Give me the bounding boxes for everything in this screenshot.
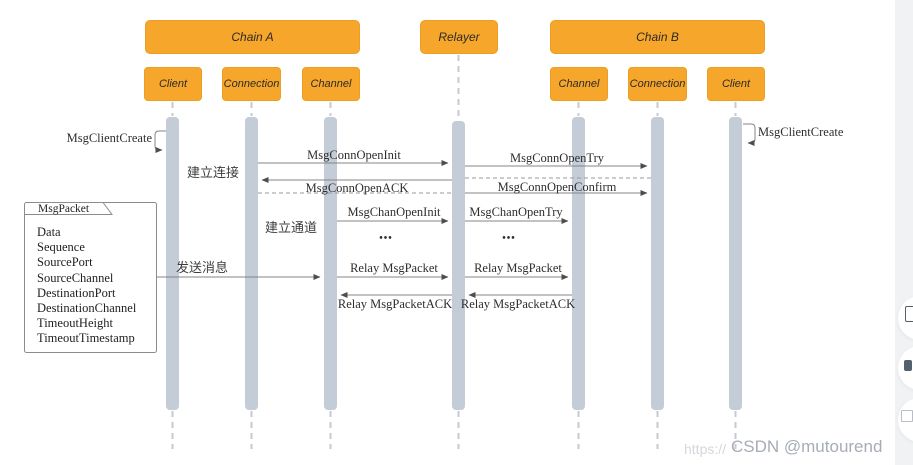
- lifeline-bar-relayer: [452, 121, 465, 410]
- panel-fragment-icon: [905, 306, 913, 322]
- header-chain-b: Chain B: [550, 20, 765, 54]
- msgpacket-field: SourcePort: [37, 255, 93, 270]
- message-label-conn-open-confirm: MsgConnOpenConfirm: [497, 180, 617, 194]
- char-fragment-icon: [901, 410, 913, 422]
- msgpacket-field: DestinationChannel: [37, 301, 137, 316]
- lifeline-bar-connection-a: [245, 117, 258, 410]
- message-label-chan-open-try: MsgChanOpenTry: [469, 205, 563, 219]
- lifeline-bar-channel-b: [572, 117, 585, 410]
- msgpacket-field: DestinationPort: [37, 285, 116, 300]
- msgpacket-field: Sequence: [37, 240, 85, 255]
- header-relayer-label: Relayer: [438, 30, 480, 44]
- participant-channel-b: Channel: [550, 67, 608, 101]
- participant-client-b: Client: [707, 67, 765, 101]
- right-side-panel: [895, 0, 913, 465]
- dot-fragment-icon: [904, 360, 912, 371]
- watermark-url-prefix: https://: [684, 441, 727, 457]
- participant-connection-a: Connection: [222, 67, 281, 101]
- msgpacket-field: TimeoutHeight: [37, 316, 113, 331]
- msgpacket-fields: Data Sequence SourcePort SourceChannel D…: [37, 225, 136, 347]
- message-label-conn-open-init: MsgConnOpenInit: [307, 148, 401, 162]
- message-label-relay-packet-left: Relay MsgPacket: [350, 261, 438, 275]
- ellipsis-right: •••: [502, 233, 516, 244]
- msgpacket-field: Data: [37, 225, 61, 239]
- phase-label-send-message: 发送消息: [175, 260, 228, 275]
- message-label-conn-open-try: MsgConnOpenTry: [509, 151, 604, 165]
- self-message-label-left: MsgClientCreate: [66, 131, 152, 145]
- participant-connection-b: Connection: [628, 67, 687, 101]
- msgpacket-title: MsgPacket: [38, 203, 90, 215]
- msgpacket-field: TimeoutTimestamp: [37, 331, 135, 346]
- header-chain-a-label: Chain A: [231, 30, 274, 44]
- message-label-relay-packet-right: Relay MsgPacket: [474, 261, 562, 275]
- message-label-relay-ack-right: Relay MsgPacketACK: [460, 297, 576, 311]
- message-label-relay-ack-left: Relay MsgPacketACK: [337, 297, 453, 311]
- lifeline-bar-channel-a: [324, 117, 337, 410]
- header-relayer: Relayer: [420, 20, 498, 54]
- watermark-csdn-handle: CSDN @mutourend: [731, 437, 883, 456]
- participant-connection-b-label: Connection: [629, 78, 686, 90]
- lifeline-dashes-bottom: [171, 411, 737, 449]
- phase-label-establish-connection: 建立连接: [186, 165, 239, 180]
- participant-client-a-label: Client: [158, 78, 188, 90]
- self-message-label-right: MsgClientCreate: [758, 125, 844, 139]
- participant-client-a: Client: [144, 67, 202, 101]
- message-label-chan-open-init: MsgChanOpenInit: [347, 205, 441, 219]
- header-chain-b-label: Chain B: [636, 30, 679, 44]
- participant-client-b-label: Client: [721, 78, 751, 90]
- participant-connection-a-label: Connection: [223, 78, 280, 90]
- phase-label-establish-channel: 建立通道: [264, 220, 317, 235]
- floating-button-bottom[interactable]: [898, 398, 913, 442]
- message-label-conn-open-ack: MsgConnOpenACK: [305, 181, 409, 195]
- participant-channel-a: Channel: [302, 67, 360, 101]
- ellipsis-left: •••: [379, 233, 393, 244]
- lifeline-bar-client-b: [729, 117, 742, 410]
- lifeline-bar-connection-b: [651, 117, 664, 410]
- lifeline-bar-client-a: [166, 117, 179, 410]
- participant-channel-a-label: Channel: [310, 78, 352, 90]
- header-chain-a: Chain A: [145, 20, 360, 54]
- participant-channel-b-label: Channel: [558, 78, 600, 90]
- msgpacket-field: SourceChannel: [37, 270, 114, 285]
